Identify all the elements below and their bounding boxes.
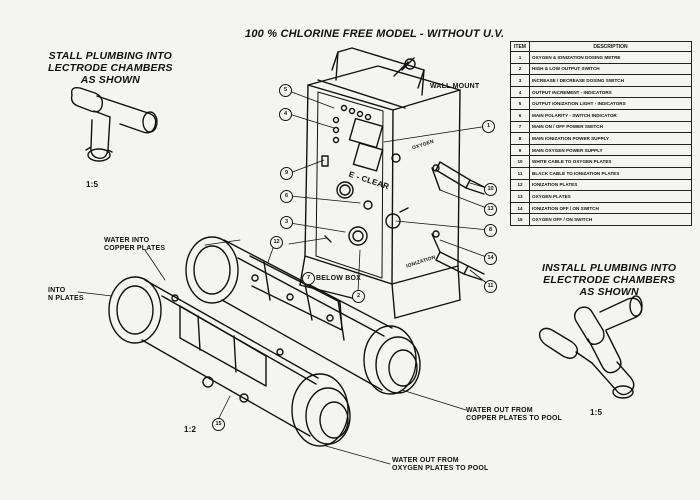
callout-14: 14 — [484, 252, 497, 265]
water-into-copper-line-1: WATER INTO — [104, 237, 150, 244]
callout-11: 11 — [484, 280, 497, 293]
bottom-scale: 1:2 — [184, 425, 197, 434]
right-note-line-3: AS SHOWN — [579, 286, 639, 299]
legend-item-description: OUTPUT IONIZATION LIGHT - INDICATORS — [529, 97, 692, 110]
callout-15: 15 — [212, 418, 225, 431]
callout-6: 6 — [280, 190, 293, 203]
legend-item-description: OUTPUT INCREMENT - INDICATORS — [529, 85, 692, 99]
into-plates-line-2: N PLATES — [48, 295, 84, 303]
legend-item-description: MAIN ON / OFF POWER SWITCH — [529, 120, 692, 134]
right-install-note: INSTALL PLUMBING INTO ELECTRODE CHAMBERS… — [542, 262, 676, 298]
left-note-line-1: STALL PLUMBING INTO — [48, 50, 173, 62]
legend-item-number: 14 — [510, 201, 530, 215]
callout-4: 4 — [279, 108, 292, 121]
legend-item-number: 8 — [510, 132, 530, 145]
legend-item-number: 3 — [510, 74, 530, 87]
legend-item-number: 7 — [510, 120, 530, 134]
water-out-copper-label: WATER OUT FROM COPPER PLATES TO POOL — [466, 407, 562, 423]
into-plates-line-1: INTO — [48, 287, 66, 294]
into-plates-label: INTO N PLATES — [48, 287, 84, 303]
legend-item-number: 2 — [510, 62, 530, 76]
legend-item-description: INCREASE / DECREASE DOSING SWITCH — [529, 74, 692, 87]
left-tee-fitting — [70, 86, 158, 162]
legend-item-number: 13 — [510, 190, 530, 203]
legend-header-item: ITEM — [510, 41, 530, 52]
copper-electrode-chamber — [185, 236, 421, 395]
legend-item-description: IONIZATION OFF / ON SWITCH — [529, 201, 692, 215]
legend-header-description: DESCRIPTION — [529, 41, 692, 52]
callout-1: 1 — [482, 120, 495, 133]
legend-header-row: ITEM DESCRIPTION — [510, 41, 692, 52]
left-note-line-2: LECTRODE CHAMBERS — [48, 62, 173, 75]
callout-12: 12 — [270, 236, 283, 249]
legend-item-description: HIGH & LOW OUTPUT SWITCH — [529, 62, 692, 76]
diagram-title: 100 % CHLORINE FREE MODEL - WITHOUT U.V. — [245, 28, 505, 40]
left-scale: 1:5 — [86, 180, 99, 189]
right-note-line-2: ELECTRODE CHAMBERS — [543, 274, 676, 287]
legend-item-description: WHITE CABLE TO OXYGEN PLATES — [529, 155, 692, 168]
callout-7: 7 — [302, 272, 315, 285]
legend-item-description: MAIN IONIZATION POWER SUPPLY — [529, 132, 692, 145]
legend-item-description: MAIN POLARITY - SWITCH INDICATOR — [529, 108, 692, 122]
legend-item-number: 4 — [510, 85, 530, 99]
water-out-oxygen-line-1: WATER OUT FROM — [392, 457, 459, 464]
below-box-label: BELOW BOX — [316, 275, 361, 282]
callout-2: 2 — [352, 290, 365, 303]
legend-item-number: 9 — [510, 143, 530, 157]
legend-item-description: OXYGEN OFF / ON SWITCH — [529, 213, 692, 226]
water-into-copper-line-2: COPPER PLATES — [104, 245, 166, 253]
legend-item-number: 6 — [510, 108, 530, 122]
left-note-line-3: AS SHOWN — [80, 74, 141, 87]
legend-item-description: OXYGEN PLATES — [529, 190, 692, 203]
callout-13: 13 — [484, 203, 497, 216]
callout-9: 9 — [280, 167, 293, 180]
left-install-note: STALL PLUMBING INTO LECTRODE CHAMBERS AS… — [48, 50, 173, 86]
control-box — [299, 47, 487, 319]
right-scale: 1:5 — [590, 408, 603, 417]
legend-item-number: 10 — [510, 155, 530, 168]
right-note-line-1: INSTALL PLUMBING INTO — [542, 262, 677, 274]
water-into-copper-label: WATER INTO COPPER PLATES — [104, 237, 165, 253]
callout-10: 10 — [484, 183, 497, 196]
oxygen-electrode-chamber — [108, 276, 351, 447]
callout-5: 5 — [279, 84, 292, 97]
water-out-copper-line-1: WATER OUT FROM — [466, 407, 533, 414]
legend-item-description: MAIN OXYGEN POWER SUPPLY — [529, 143, 692, 157]
legend-item-number: 5 — [510, 97, 530, 110]
wall-mount-label: WALL MOUNT — [430, 83, 480, 90]
legend-item-description: OXYGEN & IONIZATION DOSING METRE — [529, 51, 692, 64]
water-out-oxygen-line-2: OXYGEN PLATES TO POOL — [392, 465, 489, 473]
water-out-oxygen-label: WATER OUT FROM OXYGEN PLATES TO POOL — [392, 457, 489, 473]
legend-item-number: 15 — [510, 213, 530, 226]
right-tee-fitting — [538, 295, 643, 399]
callout-3: 3 — [280, 216, 293, 229]
legend-item-description: IONIZATION PLATES — [529, 178, 692, 192]
legend-item-number: 1 — [510, 51, 530, 64]
water-out-copper-line-2: COPPER PLATES TO POOL — [466, 415, 563, 423]
legend-item-number: 11 — [510, 166, 530, 180]
legend-item-number: 12 — [510, 178, 530, 192]
callout-leaders — [77, 90, 491, 465]
legend-item-description: BLACK CABLE TO IONIZATION PLATES — [529, 166, 692, 180]
callout-8: 8 — [484, 224, 497, 237]
